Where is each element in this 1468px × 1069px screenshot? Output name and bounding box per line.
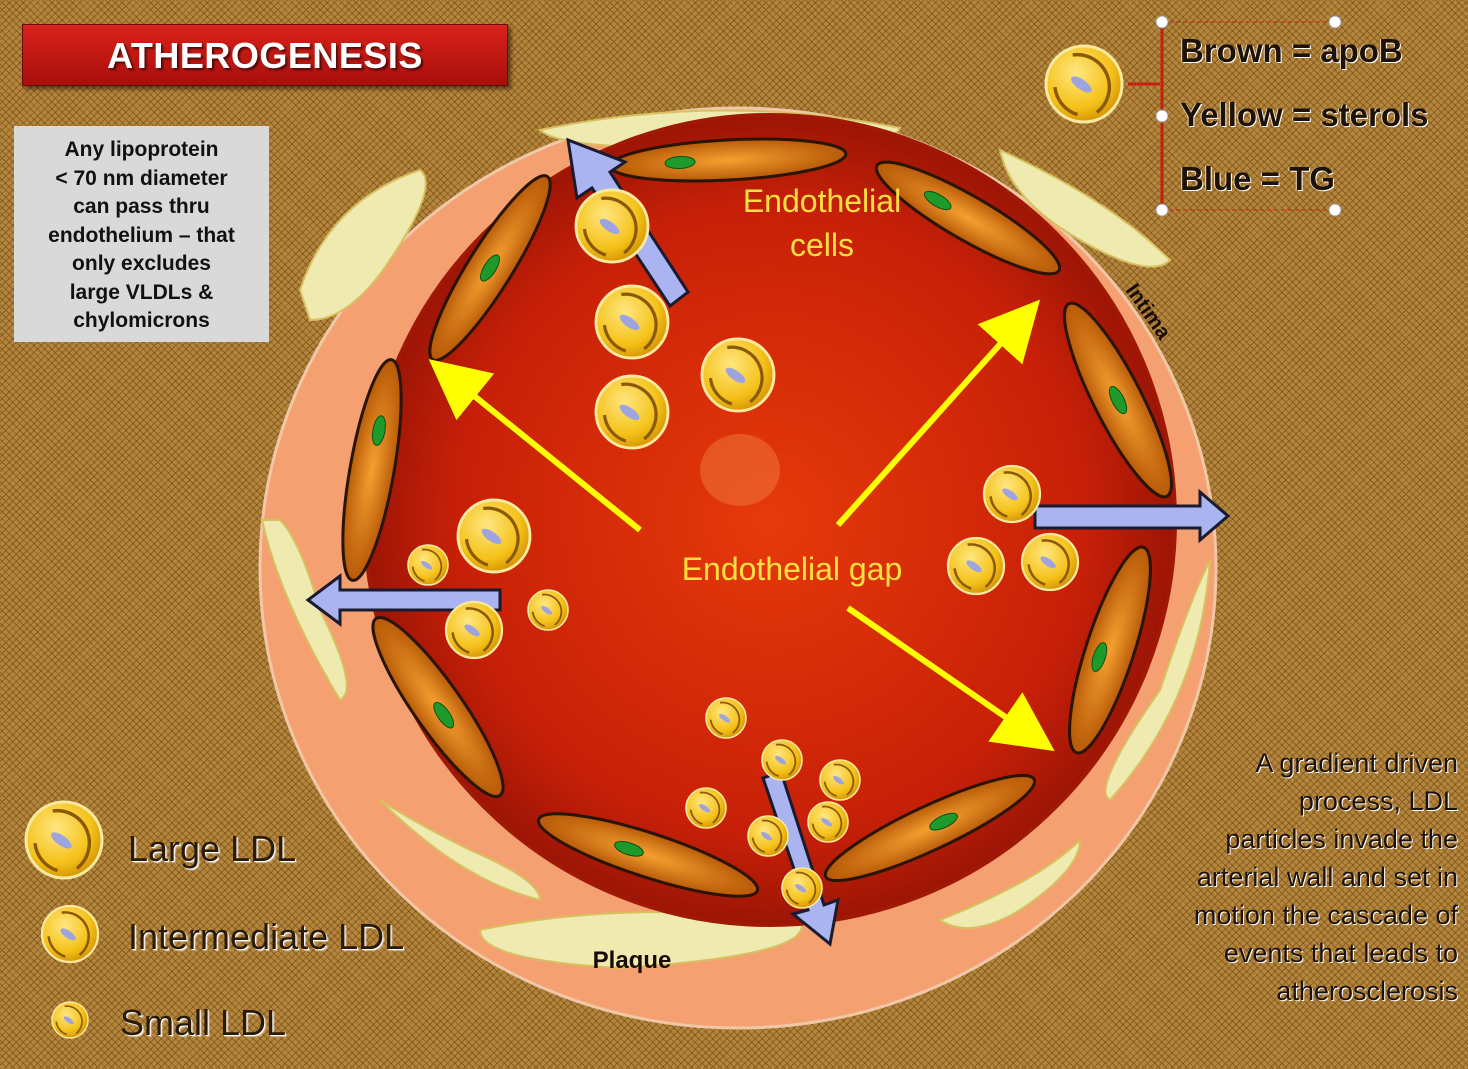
ldl-particle — [458, 500, 530, 572]
large-ldl-label: Large LDL — [128, 828, 296, 870]
ldl-particle — [702, 339, 774, 411]
info-line: large VLDLs & — [20, 279, 263, 308]
ldl-particle — [42, 906, 98, 962]
info-box: Any lipoprotein < 70 nm diameter can pas… — [14, 126, 269, 342]
handle — [1156, 16, 1168, 28]
endothelial-cells-label-line1: Endothelial — [743, 183, 901, 219]
ldl-particle — [820, 760, 860, 800]
info-line: can pass thru — [20, 193, 263, 222]
info-line: < 70 nm diameter — [20, 165, 263, 194]
ldl-particle — [446, 602, 502, 658]
info-line: endothelium – that — [20, 222, 263, 251]
ldl-particle — [686, 788, 726, 828]
legend-yellow: Yellow = sterols — [1180, 96, 1429, 134]
info-text: Any lipoprotein < 70 nm diameter can pas… — [20, 136, 263, 336]
size-legend-particles — [26, 802, 102, 1038]
ldl-particle — [762, 740, 802, 780]
note-line: atherosclerosis — [1130, 972, 1458, 1010]
legend-blue: Blue = TG — [1180, 160, 1335, 198]
handle — [1329, 16, 1341, 28]
plaque-label: Plaque — [593, 947, 672, 974]
endothelial-cells-label-line2: cells — [790, 227, 854, 263]
ldl-particle — [408, 545, 448, 585]
handle — [1329, 204, 1341, 216]
note-line: A gradient driven — [1130, 744, 1458, 782]
ldl-particle — [26, 802, 102, 878]
info-line: Any lipoprotein — [20, 136, 263, 165]
note-line: arterial wall and set in — [1130, 858, 1458, 896]
gradient-note: A gradient driven process, LDL particles… — [1130, 744, 1458, 1010]
intermediate-ldl-label: Intermediate LDL — [128, 916, 404, 958]
ldl-particle — [596, 376, 668, 448]
ldl-particle — [706, 698, 746, 738]
page-title: ATHEROGENESIS — [23, 35, 507, 77]
handle — [1156, 204, 1168, 216]
info-line: only excludes — [20, 250, 263, 279]
ldl-particle — [782, 868, 822, 908]
note-line: particles invade the — [1130, 820, 1458, 858]
legend-brown: Brown = apoB — [1180, 32, 1403, 70]
small-ldl-label: Small LDL — [120, 1002, 286, 1044]
ldl-particle — [576, 190, 648, 262]
ldl-particle — [1046, 46, 1122, 122]
particle-reflection — [700, 434, 780, 506]
ldl-particle — [984, 466, 1040, 522]
ldl-particle — [528, 590, 568, 630]
handle — [1156, 110, 1168, 122]
ldl-particle — [596, 286, 668, 358]
note-line: events that leads to — [1130, 934, 1458, 972]
ldl-particle — [1022, 534, 1078, 590]
info-line: chylomicrons — [20, 307, 263, 336]
ldl-particle — [748, 816, 788, 856]
title-banner: ATHEROGENESIS — [22, 24, 508, 86]
note-line: motion the cascade of — [1130, 896, 1458, 934]
note-line: process, LDL — [1130, 782, 1458, 820]
endothelial-gap-label: Endothelial gap — [682, 551, 903, 587]
ldl-particle — [808, 802, 848, 842]
ldl-particle — [52, 1002, 88, 1038]
ldl-particle — [948, 538, 1004, 594]
